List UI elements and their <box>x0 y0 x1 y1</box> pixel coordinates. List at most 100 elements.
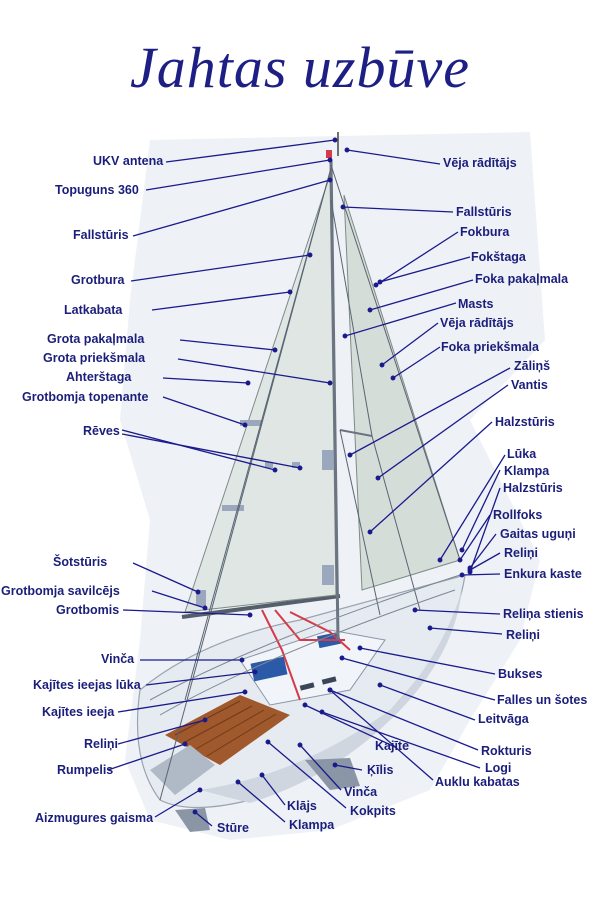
sail-details <box>196 420 334 606</box>
leader-line <box>132 179 331 237</box>
leader-endpoint <box>459 547 465 553</box>
leader-line <box>346 149 441 165</box>
label-leitvaga: Leitvāga <box>478 712 529 726</box>
leader-line <box>359 647 496 675</box>
leader-endpoint <box>412 607 418 613</box>
leader-endpoint <box>327 157 333 163</box>
leader-line <box>381 322 439 366</box>
leader-endpoint <box>307 252 313 258</box>
leader-endpoint <box>242 689 248 695</box>
leader-endpoint <box>437 557 443 563</box>
label-relini-right2: Reliņi <box>506 628 541 642</box>
leader-line <box>177 358 331 384</box>
label-vinca-left: Vinča <box>101 652 135 666</box>
label-relini-left: Reliņi <box>84 737 119 751</box>
companionway-hatch <box>250 656 288 682</box>
label-grotbura: Grotbura <box>71 273 125 287</box>
label-rumpelis: Rumpelis <box>57 763 114 777</box>
label-kajites-ieeja: Kajītes ieeja <box>42 705 115 719</box>
leader-line <box>461 573 501 576</box>
label-vinca-bottom: Vinča <box>344 785 378 799</box>
label-fallsturis-right: Fallstūris <box>456 205 512 219</box>
label-kokpits: Kokpits <box>350 804 396 818</box>
label-luka: Lūka <box>507 447 537 461</box>
leader-endpoint <box>375 475 381 481</box>
leader-line <box>469 552 501 571</box>
leader-endpoint <box>272 467 278 473</box>
page-title: Jahtas uzbūve <box>130 35 470 100</box>
leader-line <box>379 256 471 283</box>
leader-line <box>237 781 286 823</box>
label-sture: Stūre <box>217 821 249 835</box>
leader-line <box>194 811 213 827</box>
leader-line <box>162 396 246 426</box>
label-fokbura: Fokbura <box>460 225 510 239</box>
leader-endpoint <box>327 177 333 183</box>
leader-endpoint <box>367 529 373 535</box>
leader-line <box>439 454 506 561</box>
leader-line <box>469 533 497 569</box>
leader-line <box>461 469 501 551</box>
label-grotbomis: Grotbomis <box>56 603 120 617</box>
leader-line <box>342 206 454 213</box>
leader-line <box>334 764 363 771</box>
label-relini-right1: Reliņi <box>504 546 539 560</box>
leader-line <box>299 744 342 791</box>
leader-line <box>179 339 276 351</box>
label-masts: Masts <box>458 297 494 311</box>
label-grotbomja-topenante: Grotbomja topenante <box>22 390 149 404</box>
label-klampa-right: Klampa <box>504 464 550 478</box>
leader-endpoint <box>202 717 208 723</box>
label-ahterstaga: Ahterštaga <box>66 370 132 384</box>
leader-endpoint <box>252 669 258 675</box>
label-zalins: Zāliņš <box>514 359 551 373</box>
leader-line <box>267 741 347 809</box>
label-fokstaga: Fokštaga <box>471 250 526 264</box>
label-kajites-ieejas-luka: Kajītes ieejas lūka <box>33 678 141 692</box>
leader-line <box>130 254 311 282</box>
leader-endpoint <box>340 204 346 210</box>
label-falles-un-shotes: Falles un šotes <box>497 693 588 707</box>
label-grota-pakalmala: Grota pakaļmala <box>47 332 145 346</box>
label-vantis: Vantis <box>511 378 548 392</box>
leader-line <box>117 691 246 713</box>
leader-line <box>321 711 481 769</box>
leader-endpoint <box>242 422 248 428</box>
label-latkabata: Latkabata <box>64 303 123 317</box>
leader-endpoint <box>347 452 353 458</box>
leader-endpoint <box>379 362 385 368</box>
leader-line <box>165 139 336 163</box>
label-auklu-kabatas: Auklu kabatas <box>435 775 520 789</box>
label-fallsturis-left: Fallstūris <box>73 228 129 242</box>
leader-line <box>469 487 501 573</box>
lifelines <box>149 574 461 716</box>
leader-line <box>107 743 186 771</box>
masthead-light <box>326 150 332 158</box>
leader-endpoint <box>202 605 208 611</box>
mast-spar <box>329 159 340 641</box>
label-kilis: Ķīlis <box>367 763 394 777</box>
leader-endpoint <box>357 645 363 651</box>
leader-line <box>122 609 251 616</box>
label-rollfoks: Rollfoks <box>493 508 543 522</box>
leader-line <box>329 689 479 751</box>
leader-endpoint <box>339 655 345 661</box>
label-relina-stienis: Reliņa stienis <box>503 607 584 621</box>
leader-endpoint <box>265 739 271 745</box>
leader-endpoint <box>182 741 188 747</box>
leader-endpoint <box>342 333 348 339</box>
leader-line <box>392 346 441 379</box>
leader-line <box>377 384 509 479</box>
leader-endpoint <box>297 465 303 471</box>
leader-line <box>151 590 206 609</box>
leader-endpoint <box>332 137 338 143</box>
label-veja-raditajs-top: Vēja rādītājs <box>443 156 517 170</box>
leader-line <box>414 609 501 615</box>
cockpit-seat <box>150 745 215 795</box>
leader-endpoint <box>239 657 245 663</box>
label-gaitas-uguni: Gaitas uguņi <box>500 527 576 541</box>
leader-line <box>145 671 256 686</box>
leader-endpoint <box>245 380 251 386</box>
